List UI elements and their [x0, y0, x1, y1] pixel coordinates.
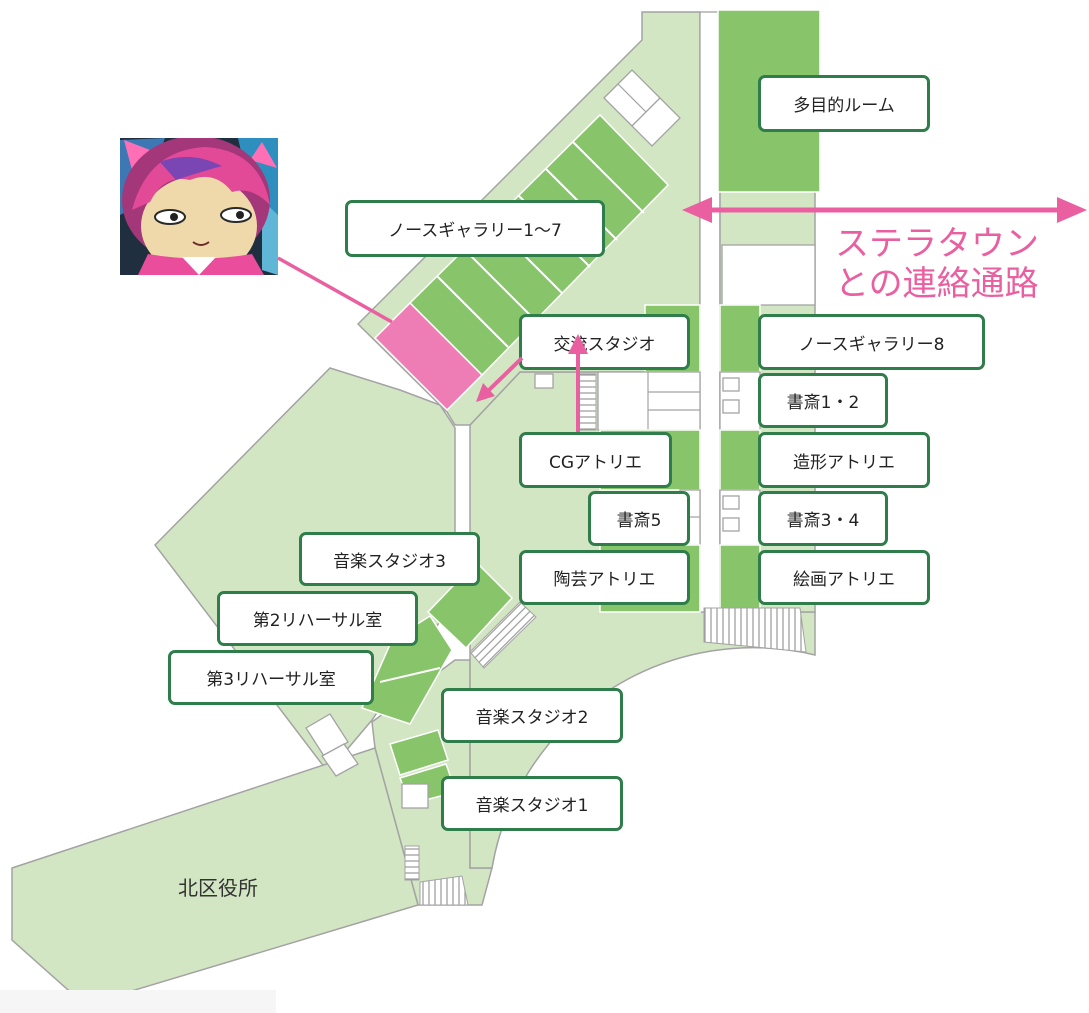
label-rehearsal-room-3: 第3リハーサル室	[168, 650, 374, 705]
highlighted-gallery-room	[373, 301, 484, 412]
small-cell	[534, 373, 554, 389]
label-painting-atelier: 絵画アトリエ	[758, 550, 930, 605]
connection-note-line-2: との連絡通路	[835, 264, 1039, 304]
portrait-mouth	[192, 241, 210, 246]
label-sculpture-atelier: 造形アトリエ	[758, 432, 930, 488]
stairs	[469, 601, 537, 669]
label-multipurpose-room: 多目的ルーム	[758, 75, 930, 132]
north-gallery-8-room	[719, 304, 761, 373]
character-portrait	[120, 138, 278, 275]
small-cell	[722, 495, 740, 510]
portrait-collar	[182, 257, 216, 275]
small-cell	[722, 399, 740, 414]
label-study-5: 書斎5	[588, 491, 690, 546]
east-white-area	[721, 244, 816, 306]
stair-line	[617, 83, 647, 113]
bottom-strip	[0, 990, 276, 1013]
portrait-face	[141, 176, 257, 275]
small-cell	[321, 743, 359, 777]
stair-cell	[631, 97, 681, 147]
music-studio-2-room	[389, 729, 449, 776]
label-kita-ward-office: 北区役所	[178, 876, 258, 900]
sculpture-atelier-room	[719, 429, 761, 491]
small-cell	[722, 377, 740, 392]
stairs	[404, 845, 420, 881]
gallery-divider	[572, 141, 645, 214]
stairs	[703, 607, 807, 653]
label-exchange-studio: 交流スタジオ	[519, 314, 690, 370]
gallery-divider	[463, 248, 536, 321]
small-cell	[401, 783, 429, 809]
room-divider	[379, 667, 441, 683]
gallery-divider	[436, 275, 509, 348]
label-study-3-4: 書斎3・4	[758, 491, 888, 546]
connection-note-line-1: ステラタウン	[835, 224, 1039, 264]
portrait-pupil	[236, 211, 244, 219]
painting-atelier-room	[719, 544, 761, 613]
small-cell	[722, 517, 740, 532]
stairs	[419, 875, 469, 906]
small-cell	[305, 713, 349, 757]
label-music-studio-2: 音楽スタジオ2	[441, 688, 623, 743]
label-ceramics-atelier: 陶芸アトリエ	[519, 550, 690, 605]
stairs	[577, 373, 597, 431]
cat-ear	[250, 142, 277, 168]
main-corridor	[699, 11, 721, 613]
label-music-studio-3: 音楽スタジオ3	[299, 532, 480, 586]
kita-ward-office-building	[11, 747, 419, 1006]
central-cells	[597, 371, 701, 431]
label-north-gallery-8: ノースギャラリー8	[758, 314, 985, 370]
portrait-pupil	[170, 213, 178, 221]
label-music-studio-1: 音楽スタジオ1	[441, 776, 623, 831]
cat-ear	[124, 140, 150, 170]
label-rehearsal-room-2: 第2リハーサル室	[217, 591, 418, 646]
label-cg-atelier: CGアトリエ	[519, 432, 672, 488]
label-study-1-2: 書斎1・2	[758, 373, 888, 428]
label-north-gallery-1-7: ノースギャラリー1〜7	[345, 200, 605, 257]
portrait-hair-streak	[160, 156, 222, 180]
